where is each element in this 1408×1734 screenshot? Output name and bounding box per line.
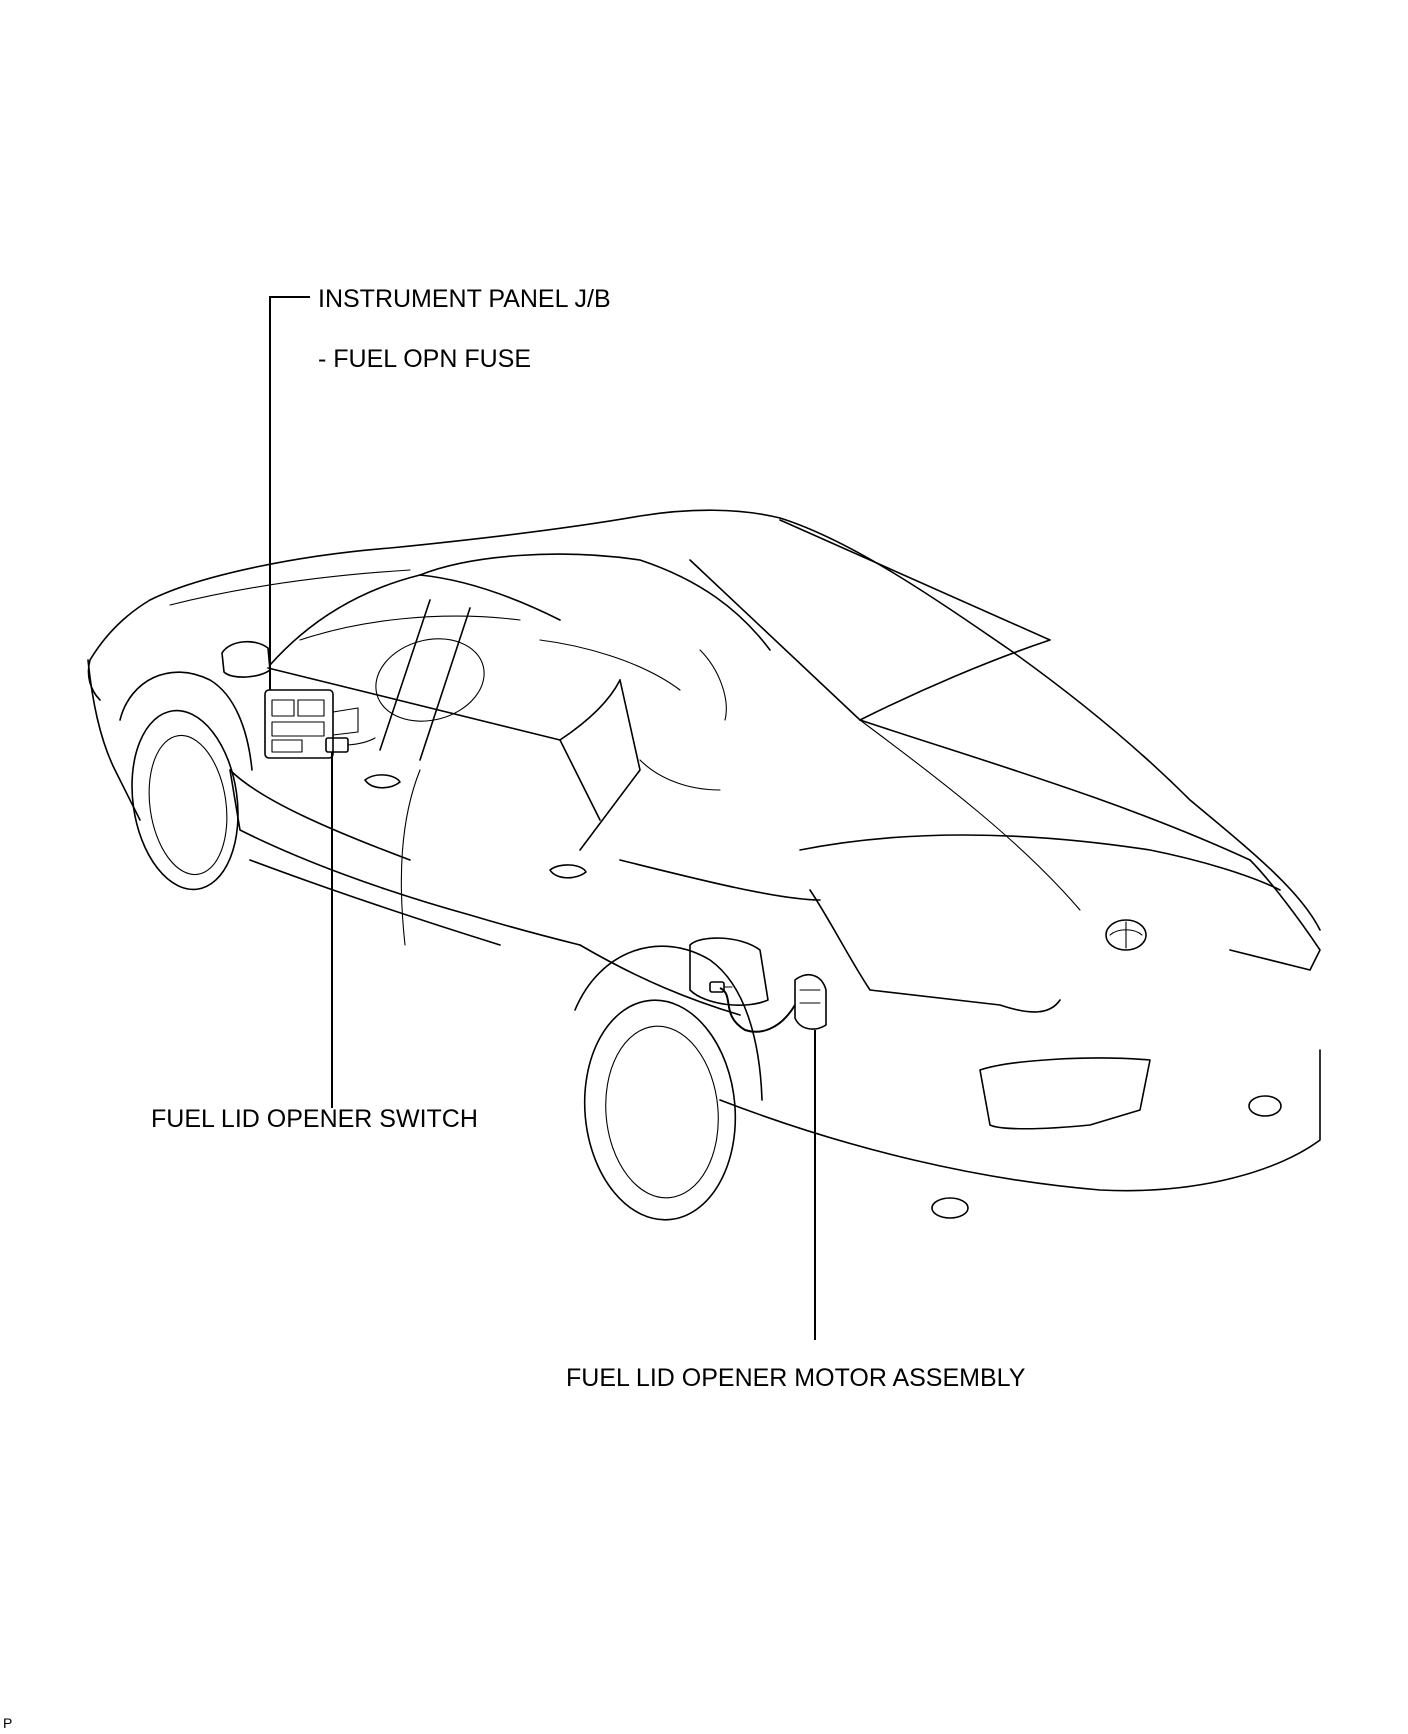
label-instrument-panel-jb: INSTRUMENT PANEL J/B	[318, 285, 611, 313]
label-fuel-lid-opener-switch: FUEL LID OPENER SWITCH	[151, 1105, 478, 1133]
instrument-panel-jb-component	[264, 689, 359, 759]
fuel-lid-opener-motor-component	[709, 974, 827, 1033]
label-fuel-lid-opener-motor-assembly: FUEL LID OPENER MOTOR ASSEMBLY	[566, 1364, 1026, 1392]
leader-lines	[269, 296, 816, 1340]
fuel-lid-opener-switch-component	[325, 737, 376, 753]
figure-code: P	[3, 1715, 13, 1731]
leader-instrument-panel-jb	[269, 296, 310, 690]
sedan-line-drawing	[87, 509, 1321, 1221]
label-fuel-opn-fuse: - FUEL OPN FUSE	[318, 345, 531, 373]
